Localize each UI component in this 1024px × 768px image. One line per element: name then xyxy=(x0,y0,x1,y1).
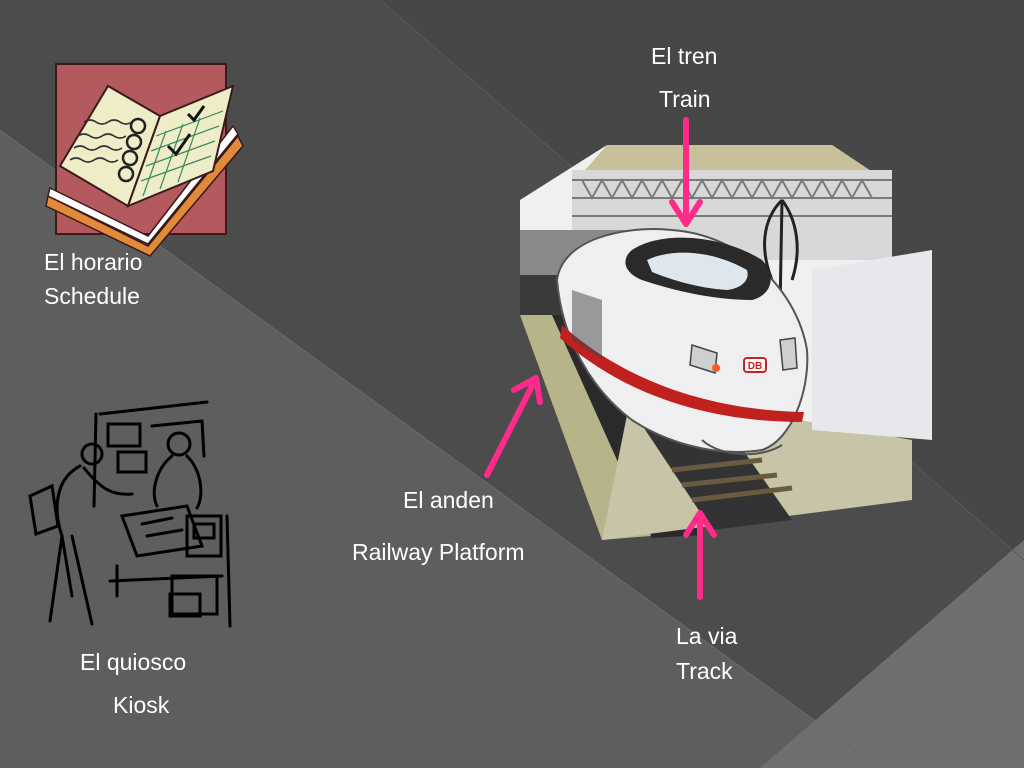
train-label-english: Train xyxy=(659,86,711,112)
kiosk-illustration xyxy=(28,400,232,628)
train-station-illustration: DB xyxy=(520,145,932,540)
schedule-label-english: Schedule xyxy=(44,283,140,309)
kiosk-label-spanish: El quiosco xyxy=(80,649,187,675)
train-label-spanish: El tren xyxy=(651,43,718,69)
schedule-book-illustration xyxy=(45,63,244,257)
track-label-english: Track xyxy=(676,658,733,684)
kiosk-label-english: Kiosk xyxy=(113,692,170,718)
track-label-spanish: La via xyxy=(676,623,738,649)
arrow-to-track xyxy=(683,510,717,600)
train-logo-text: DB xyxy=(748,361,762,372)
arrow-to-train xyxy=(669,117,703,227)
arrow-to-platform xyxy=(484,375,543,478)
schedule-label-spanish: El horario xyxy=(44,249,143,275)
platform-label-english: Railway Platform xyxy=(352,539,525,565)
platform-label-spanish: El anden xyxy=(403,487,494,513)
